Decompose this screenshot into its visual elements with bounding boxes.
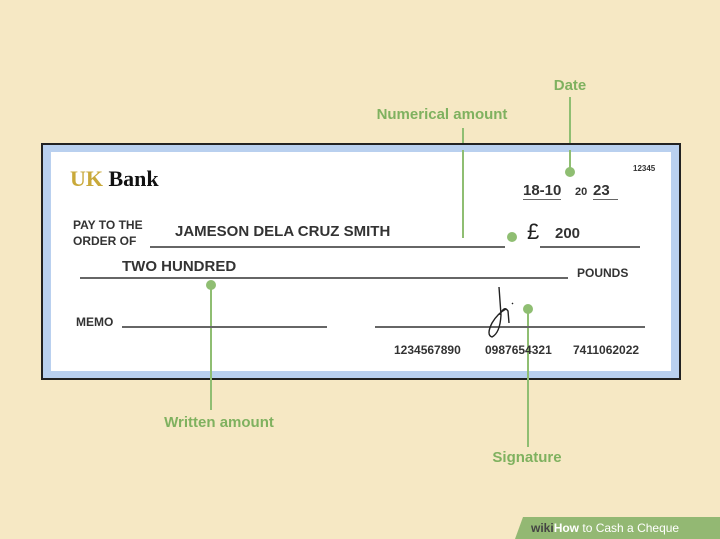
pay-to-label-2: ORDER OF [73,234,137,248]
memo-line [122,326,327,328]
cheque-face [51,152,671,371]
pay-to-label-1: PAY TO THE [73,218,143,232]
account-number: 0987654321 [485,343,552,357]
pounds-label: POUNDS [577,266,629,280]
numerical-amount: 200 [555,225,581,242]
written-amount: TWO HUNDRED [122,258,237,275]
written-amount-line [80,277,568,279]
memo-label: MEMO [76,315,114,329]
bank-logo: UK Bank [70,166,159,192]
signature-dot [523,304,533,314]
numerical-leader-line-v2 [462,150,464,238]
date-leader-line2 [569,150,571,172]
signature-scribble [488,286,514,338]
payee-line [150,246,505,248]
signature-line [375,326,645,328]
cheque-serial-number: 7411062022 [573,343,640,357]
routing-number: 1234567890 [394,343,461,357]
date-callout-label: Date [553,77,587,94]
written-amount-callout-label: Written amount [164,414,274,431]
payee-name: JAMESON DELA CRUZ SMITH [175,223,391,240]
cheque-number: 12345 [633,164,656,173]
bank-logo-prefix: UK [70,166,103,191]
date-year: 23 [593,182,618,200]
footer-banner: wikiHow to Cash a Cheque [515,517,720,539]
date-dot [565,167,575,177]
date-century: 20 [575,186,588,198]
written-leader-line [210,285,212,410]
signature-leader-line [527,309,529,447]
numerical-dot [507,232,517,242]
footer-rest: to Cash a Cheque [579,521,680,535]
date-leader-line [569,97,571,172]
cheque [41,143,681,380]
footer-wiki: wiki [531,521,554,535]
numerical-amount-callout-label: Numerical amount [376,106,508,123]
currency-symbol: £ [527,219,540,244]
footer-how: How [553,521,580,535]
date-daymonth: 18-10 [523,182,562,200]
signature-callout-label: Signature [492,449,562,466]
footer-title: wikiHow to Cash a Cheque [531,521,679,535]
bank-logo-name: Bank [108,166,159,191]
amount-line [540,246,640,248]
written-dot [206,280,216,290]
